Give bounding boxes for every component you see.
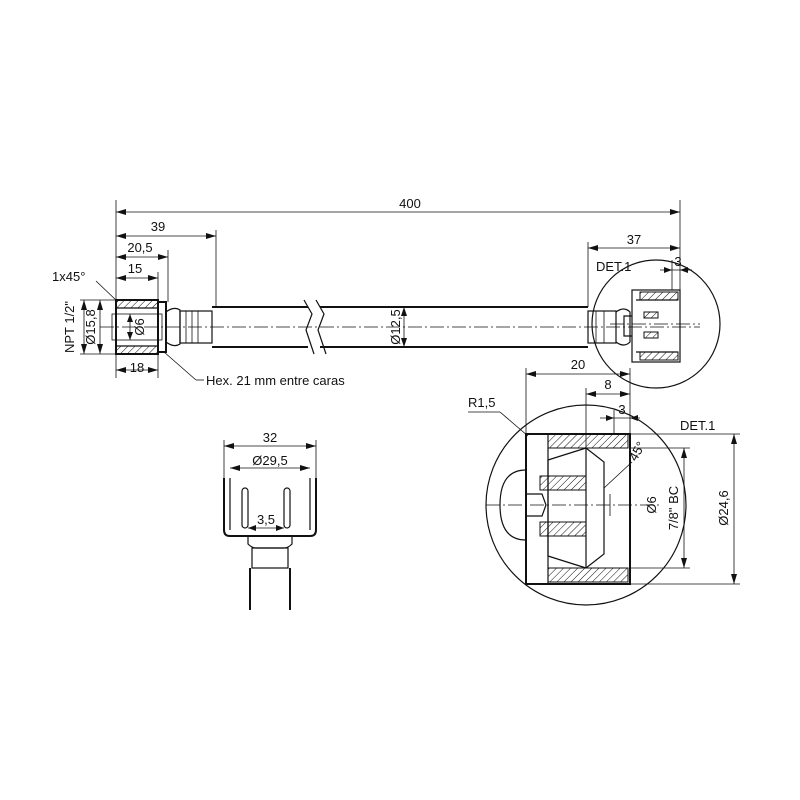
end-view-pin-right [283,487,291,529]
det-bc-label: 7/8" BC [666,486,681,530]
det-8-label: 8 [604,377,611,392]
dimension-37 [587,242,680,307]
dimension-3-top [660,260,692,290]
hose-main-view [100,299,700,355]
dia-6-left-label: Ø6 [132,318,147,335]
dimension-thread [80,299,133,355]
detail-hatch-top [547,433,629,449]
dim-3-top-label: 3 [674,254,681,269]
dia-15-8-label: Ø15,8 [83,309,98,344]
detail-hatch-bottom [547,567,629,583]
dimension-20-5 [116,250,169,302]
end-view-pin-left [241,487,249,529]
det-20-label: 20 [571,357,585,372]
end-view-neck [251,547,289,569]
dimension-18 [115,354,159,378]
dim-400-label: 400 [399,196,421,211]
end-view-collar [247,536,293,549]
detail-hatch-inner-bottom [539,521,587,537]
dim-3-5-label: 3,5 [257,512,275,527]
dimension-12-5 [401,307,407,347]
det-r1-5-label: R1,5 [468,395,495,410]
hex-note: Hex. 21 mm entre caras [206,373,345,388]
dimension-400 [115,200,681,300]
detail-hatch-inner-top [539,475,587,491]
dim-15-label: 15 [128,261,142,276]
left-nut-hatch-bottom [115,345,159,355]
detail-view [468,368,740,606]
chamfer-label: 1x45° [52,269,85,284]
dia-12-5-label: Ø12,5 [388,309,403,344]
thread-label: NPT 1/2" [62,301,77,353]
det-dia-24-6-label: Ø24,6 [716,490,731,525]
dim-20-5-label: 20,5 [127,240,152,255]
dim-37-label: 37 [627,232,641,247]
end-view [223,440,317,610]
dia-29-5-label: Ø29,5 [252,453,287,468]
det-label: DET.1 [680,418,715,433]
det-dia-6-label: Ø6 [644,496,659,513]
detail-body-outline [525,433,631,585]
left-nut-hatch-top [115,299,159,309]
dimension-39 [116,230,217,307]
hex-leader [163,351,204,381]
dim-39-label: 39 [151,219,165,234]
chamfer-leader [95,280,119,303]
break-left [303,299,315,355]
dim-18-label: 18 [130,360,144,375]
end-view-body [223,478,317,537]
dim-32-label: 32 [263,430,277,445]
det-3-label: 3 [618,402,625,417]
detail-callout-circle [591,259,721,389]
dimension-15 [116,272,159,300]
det-label-top: DET.1 [596,259,631,274]
